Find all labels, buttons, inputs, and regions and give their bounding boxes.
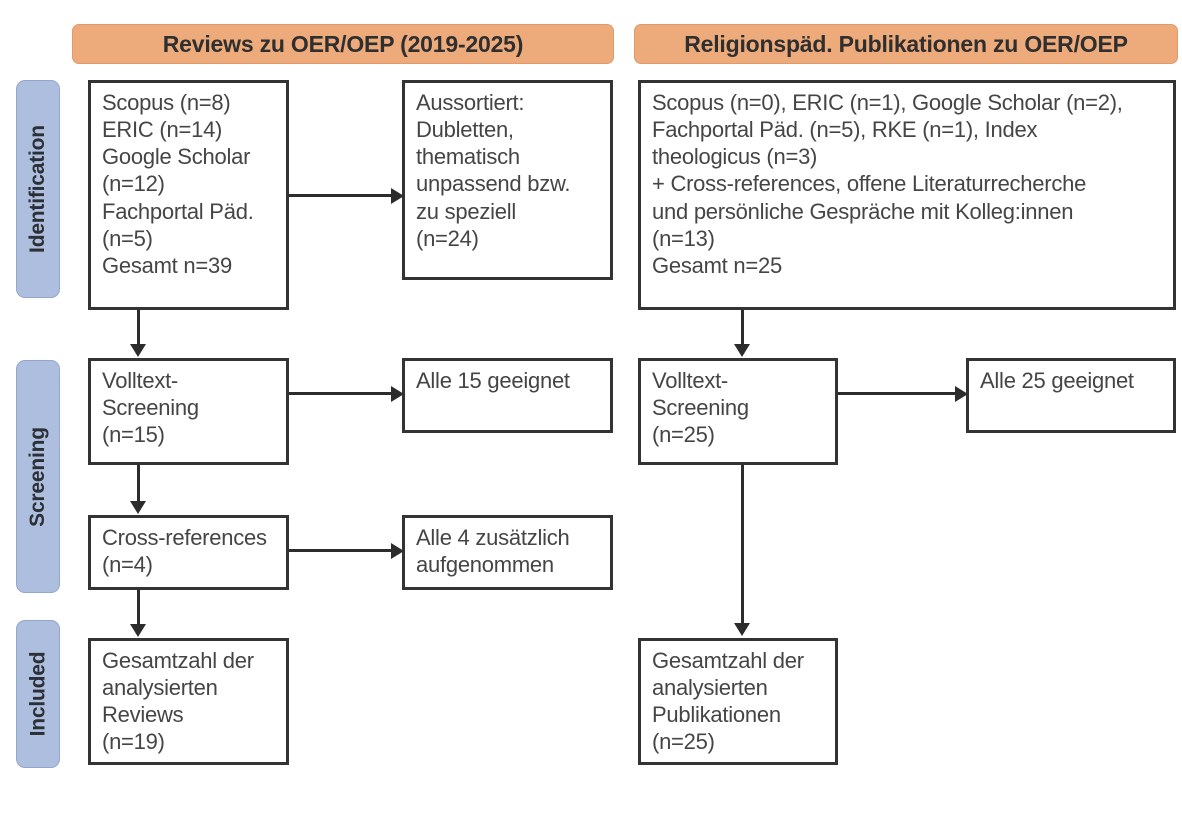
arrowhead-left-crossrefs-to-result [391, 543, 404, 559]
arrowhead-right-identification-to-screening [734, 344, 750, 357]
connector-left-crossrefs-to-included [137, 590, 140, 626]
box-right-screening-result: Alle 25 geeignet [966, 358, 1176, 433]
column-header-right: Religionspäd. Publikationen zu OER/OEP [634, 24, 1178, 64]
connector-right-screening-to-result [838, 392, 957, 395]
arrowhead-left-identification-to-screening [130, 344, 146, 357]
connector-left-crossrefs-to-result [289, 549, 393, 552]
box-left-identification-sources: Scopus (n=8) ERIC (n=14) Google Scholar … [88, 80, 289, 310]
arrowhead-right-screening-to-result [955, 386, 968, 402]
stage-label-included: Included [26, 651, 49, 737]
arrowhead-left-crossrefs-to-included [130, 624, 146, 637]
connector-left-screening-to-crossrefs [137, 465, 140, 503]
connector-left-identification-to-screening [137, 310, 140, 346]
box-left-included-total: Gesamtzahl der analysierten Reviews (n=1… [88, 638, 289, 765]
box-left-fulltext-screening: Volltext- Screening (n=15) [88, 358, 289, 465]
arrowhead-left-identification-to-excluded [391, 188, 404, 204]
connector-left-identification-to-excluded [289, 194, 393, 197]
arrowhead-left-screening-to-result [391, 386, 404, 402]
box-left-excluded: Aussortiert: Dubletten, thematisch unpas… [402, 80, 613, 280]
box-left-crossrefs-result: Alle 4 zusätzlich aufgenommen [402, 515, 613, 590]
connector-right-identification-to-screening [741, 310, 744, 346]
box-left-screening-result: Alle 15 geeignet [402, 358, 613, 433]
box-right-fulltext-screening: Volltext- Screening (n=25) [638, 358, 838, 465]
box-right-included-total: Gesamtzahl der analysierten Publikatione… [638, 638, 838, 765]
connector-right-screening-to-included [741, 465, 744, 625]
stage-pill-identification: Identification [16, 80, 60, 298]
column-header-left: Reviews zu OER/OEP (2019-2025) [72, 24, 614, 64]
stage-pill-included: Included [16, 620, 60, 768]
stage-label-screening: Screening [26, 426, 50, 527]
arrowhead-right-screening-to-included [734, 623, 750, 636]
box-left-crossrefs: Cross-references (n=4) [88, 515, 289, 590]
connector-left-screening-to-result [289, 392, 393, 395]
box-right-identification-sources: Scopus (n=0), ERIC (n=1), Google Scholar… [638, 80, 1176, 310]
stage-label-identification: Identification [26, 125, 49, 253]
arrowhead-left-screening-to-crossrefs [130, 501, 146, 514]
stage-pill-screening: Screening [16, 360, 60, 593]
